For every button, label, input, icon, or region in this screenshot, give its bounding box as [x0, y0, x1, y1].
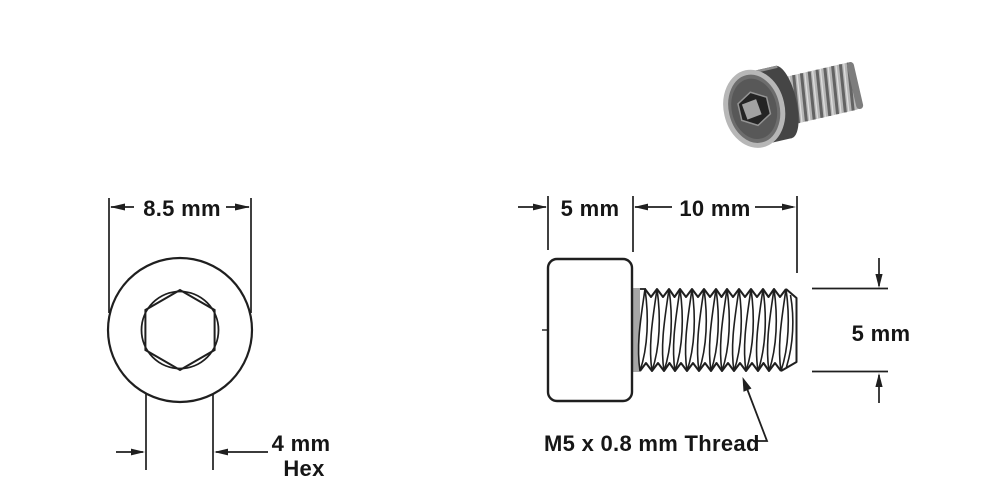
- screw-3d-head: [723, 65, 799, 148]
- arrowhead-down-icon: [875, 274, 883, 288]
- thread-tooth: [719, 288, 731, 372]
- thread-end-sliver: [785, 294, 794, 368]
- thread-tooth: [778, 288, 790, 372]
- thread-spec-label: M5 x 0.8 mm Thread: [544, 431, 760, 456]
- unthreaded-shank-band: [632, 288, 640, 372]
- thread-tooth: [755, 288, 767, 372]
- thread-tooth: [649, 288, 661, 372]
- side-thread-diameter-arrows: [875, 274, 883, 387]
- thread-teeth: [637, 288, 790, 372]
- arrowhead-upleft-icon: [742, 377, 752, 392]
- side-view: [542, 257, 798, 403]
- thread-crest-edges: [639, 288, 798, 372]
- side-head-length-arrows: [533, 203, 648, 211]
- head-outline-circle: [106, 256, 254, 404]
- arrowhead-right-icon: [782, 203, 796, 211]
- front-hex-dimension: [116, 394, 268, 470]
- thread-tooth: [731, 288, 743, 372]
- head-length-label: 5 mm: [561, 196, 620, 221]
- thread-length-label: 10 mm: [679, 196, 750, 221]
- socket-chamfer-circle: [140, 290, 220, 370]
- thread-tooth: [766, 288, 778, 372]
- side-thread-length-arrows: [782, 203, 796, 211]
- arrowhead-up-icon: [875, 373, 883, 387]
- screw-3d-render: [723, 62, 864, 148]
- arrowhead-left-icon: [110, 203, 125, 211]
- hex-socket-floor-highlight: [741, 99, 762, 120]
- leader-line: [745, 385, 769, 442]
- arrowhead-right-icon: [235, 203, 250, 211]
- arrowhead-right-icon: [131, 448, 145, 456]
- head-diameter-label: 8.5 mm: [143, 196, 221, 221]
- thread-tooth: [672, 288, 684, 372]
- shaft-end-cap: [846, 62, 864, 109]
- thread-top-edge: [644, 288, 787, 298]
- thread-tooth: [684, 288, 696, 372]
- hex-size-label: 4 mm: [272, 431, 331, 456]
- arrowhead-left-icon: [214, 448, 228, 456]
- thread-bottom-edge: [639, 362, 782, 372]
- arrowhead-right-icon: [533, 203, 547, 211]
- thread-end-chamfer: [780, 288, 798, 372]
- hex-word-label: Hex: [283, 456, 325, 481]
- arrowhead-left-icon: [634, 203, 648, 211]
- front-head-diameter-arrows: [110, 203, 250, 211]
- front-view: [106, 256, 254, 404]
- thread-tooth: [708, 288, 720, 372]
- thread-diameter-label: 5 mm: [852, 321, 911, 346]
- thread-tooth: [696, 288, 708, 372]
- screw-head-outline: [546, 257, 634, 403]
- thread-tooth: [661, 288, 673, 372]
- thread-spec-leader: [745, 385, 769, 442]
- thread-tooth: [743, 288, 755, 372]
- front-hex-arrows: [131, 448, 228, 456]
- hex-socket-outline: [144, 288, 216, 372]
